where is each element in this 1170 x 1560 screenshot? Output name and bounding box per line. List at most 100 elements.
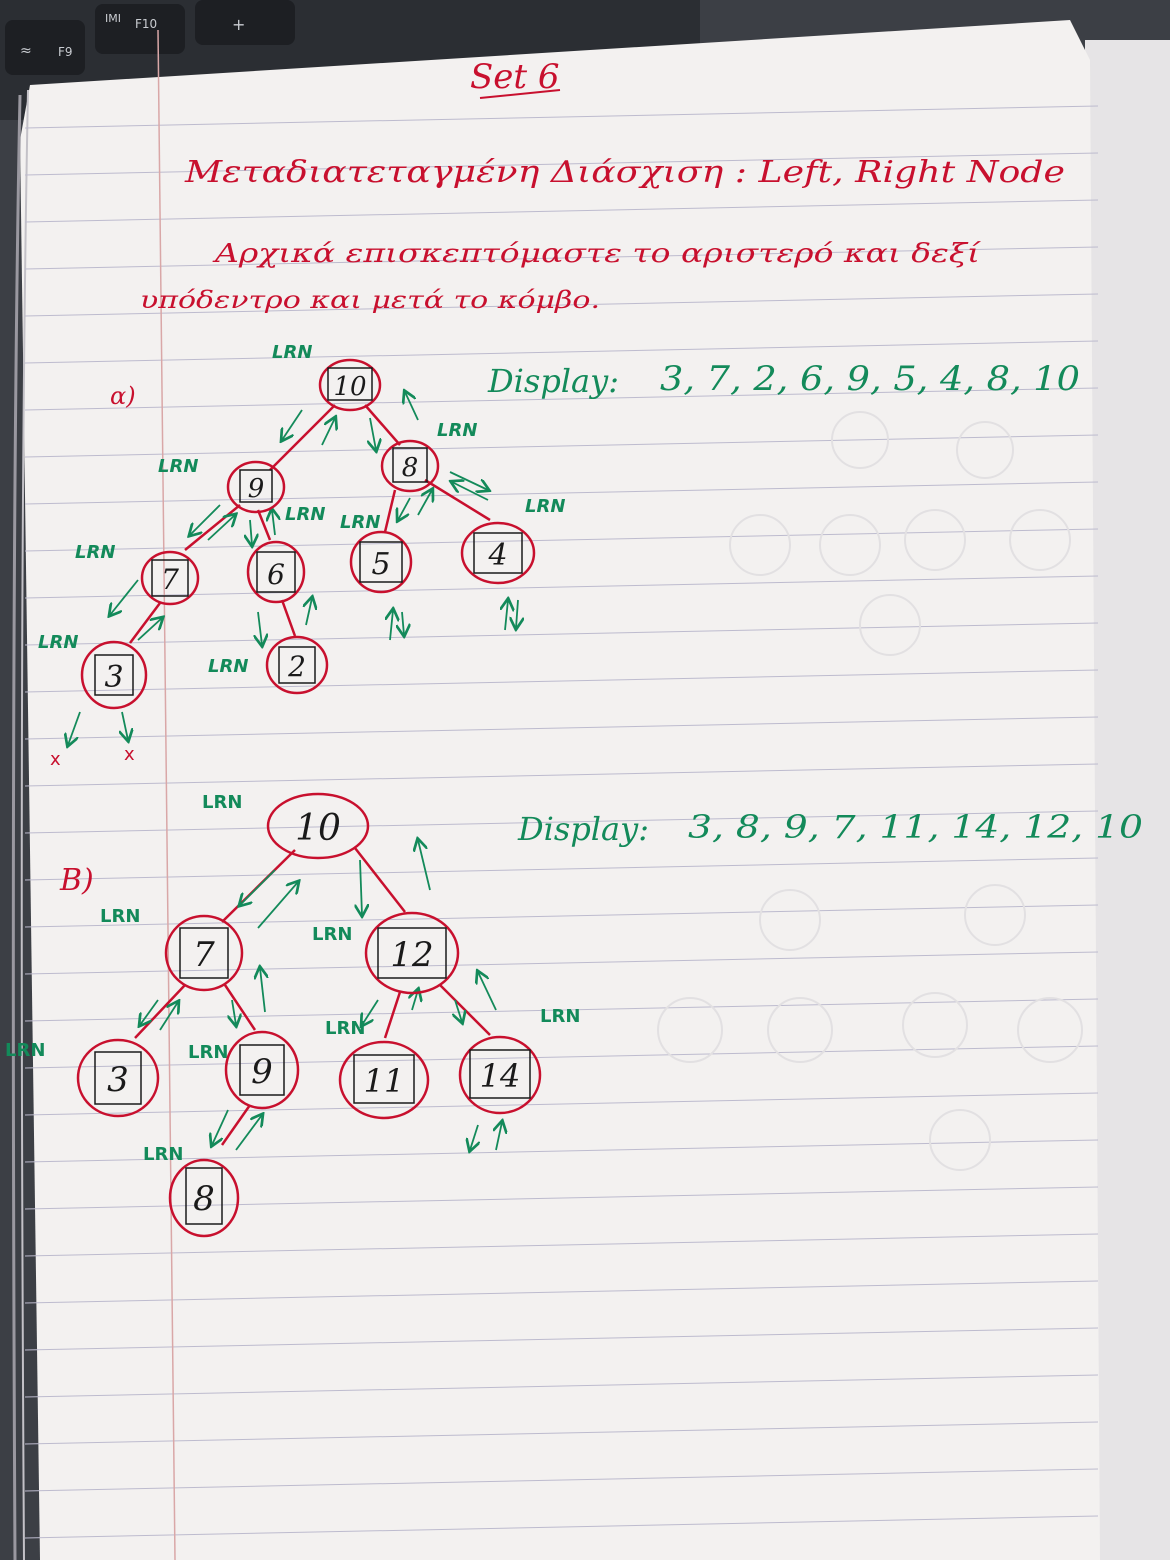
lrn-label: LRN xyxy=(38,632,78,653)
traversal-arrow xyxy=(390,610,393,641)
node-value: 3 xyxy=(107,1060,129,1100)
intro-line-1: Αρχικά επισκεπτόμαστε το αριστερό και δε… xyxy=(212,239,982,269)
edge-12-11 xyxy=(383,991,402,1039)
node-value: 12 xyxy=(390,935,433,975)
lrn-label: LRN xyxy=(75,542,115,563)
rule-line xyxy=(24,1139,1099,1163)
traversal-arrow xyxy=(370,417,376,450)
lrn-label: LRN xyxy=(272,342,312,363)
traversal-arrow xyxy=(449,471,488,490)
lrn-label: LRN xyxy=(540,1006,580,1027)
tree-b: B) Display: 3, 8, 9, 7, 11, 14, 12, 10 xyxy=(5,792,1143,1238)
traversal-arrow xyxy=(122,711,128,740)
rule-line xyxy=(24,716,1099,740)
tree-a-node-10: 10 xyxy=(318,358,382,412)
traversal-arrow xyxy=(68,711,81,745)
tree-a-display-values: 3, 7, 2, 6, 9, 5, 4, 8, 10 xyxy=(660,359,1080,399)
tree-b-display-label: Display: xyxy=(517,810,649,848)
tree-b-node-9: 9 xyxy=(224,1030,300,1110)
tree-b-node-14: 14 xyxy=(458,1035,542,1115)
tree-b-label: B) xyxy=(59,863,94,898)
lrn-label: LRN xyxy=(285,504,325,525)
lrn-label: LRN xyxy=(208,656,248,677)
traversal-arrow xyxy=(505,600,508,631)
tree-b-node-12: 12 xyxy=(364,911,460,995)
traversal-arrow xyxy=(405,392,419,421)
node-value: 5 xyxy=(371,547,390,582)
node-value: 8 xyxy=(193,1179,215,1219)
keyboard-f10-label: F10 xyxy=(135,17,157,31)
tree-a-node-2: 2 xyxy=(265,635,329,695)
edge-9-8 xyxy=(220,1104,252,1146)
lrn-label: LRN xyxy=(5,1040,45,1061)
node-value: 2 xyxy=(287,650,306,683)
tree-a-node-3: 3 xyxy=(80,640,148,710)
traversal-arrow xyxy=(478,972,497,1011)
rule-line xyxy=(24,152,1099,176)
edge-9-6 xyxy=(256,509,272,541)
rule-line xyxy=(24,904,1099,928)
tree-a: α) Display: 3, 7, 2, 6, 9, 5, 4, 8, 10 xyxy=(38,342,1080,770)
tree-b-node-7: 7 xyxy=(164,914,244,992)
rule-line xyxy=(24,763,1099,787)
traversal-arrow xyxy=(260,968,265,1013)
traversal-arrow xyxy=(306,598,312,626)
tree-a-node-9: 9 xyxy=(226,460,286,514)
lrn-label: LRN xyxy=(100,906,140,927)
tree-a-node-8: 8 xyxy=(380,439,440,493)
rule-line xyxy=(24,246,1099,270)
edge-7-3 xyxy=(129,602,161,644)
rule-line xyxy=(24,998,1099,1022)
rule-line xyxy=(24,857,1099,881)
traversal-arrow xyxy=(137,618,162,641)
rule-line xyxy=(24,1186,1099,1210)
traversal-arrow xyxy=(250,519,252,545)
rule-line xyxy=(24,434,1099,458)
tree-b-node-8: 8 xyxy=(168,1158,240,1238)
rule-line xyxy=(24,481,1099,505)
traversal-arrow xyxy=(110,579,139,615)
rule-line xyxy=(24,1327,1099,1351)
margin-line xyxy=(157,29,176,1560)
traversal-arrow xyxy=(232,999,236,1025)
section-heading: Μεταδιατεταγμένη Διάσχιση : Left, Right … xyxy=(184,155,1065,190)
page-stack-edge xyxy=(11,94,22,1560)
traversal-arrow xyxy=(190,504,221,535)
rule-line xyxy=(24,1515,1099,1539)
rule-line xyxy=(24,528,1099,552)
traversal-arrow xyxy=(360,859,362,915)
node-value: 9 xyxy=(248,474,265,504)
rule-line xyxy=(24,387,1099,411)
node-value: 14 xyxy=(480,1057,521,1095)
lrn-label: LRN xyxy=(525,496,565,517)
keyboard-key-f10 xyxy=(95,4,185,54)
traversal-arrow xyxy=(258,611,262,645)
rule-line xyxy=(24,1092,1099,1116)
traversal-arrow xyxy=(159,1002,178,1031)
traversal-arrow xyxy=(452,482,489,501)
edge-7-3 xyxy=(134,984,186,1039)
title-underline xyxy=(479,89,561,99)
lrn-label: LRN xyxy=(188,1042,228,1063)
edge-8-5 xyxy=(383,489,397,533)
traversal-arrow xyxy=(207,515,235,541)
node-value: 6 xyxy=(267,558,285,591)
traversal-arrow xyxy=(257,882,298,929)
traversal-arrow xyxy=(282,409,303,440)
wifi-icon: ≈ xyxy=(20,43,32,59)
traversal-arrow xyxy=(212,1109,229,1145)
tree-a-node-5: 5 xyxy=(349,530,413,594)
edge-10-8 xyxy=(364,404,401,446)
lrn-label: LRN xyxy=(158,456,198,477)
traversal-arrow xyxy=(362,999,379,1025)
edge-8-4 xyxy=(424,478,491,522)
rule-line xyxy=(24,810,1099,834)
tree-a-display-label: Display: xyxy=(487,362,619,400)
node-value: 10 xyxy=(295,808,341,849)
node-value: 7 xyxy=(161,563,179,596)
node-value: 3 xyxy=(104,660,123,695)
traversal-arrow xyxy=(516,599,518,628)
traversal-arrow xyxy=(272,510,275,536)
lrn-label: LRN xyxy=(340,512,380,533)
traversal-arrow xyxy=(418,840,431,891)
